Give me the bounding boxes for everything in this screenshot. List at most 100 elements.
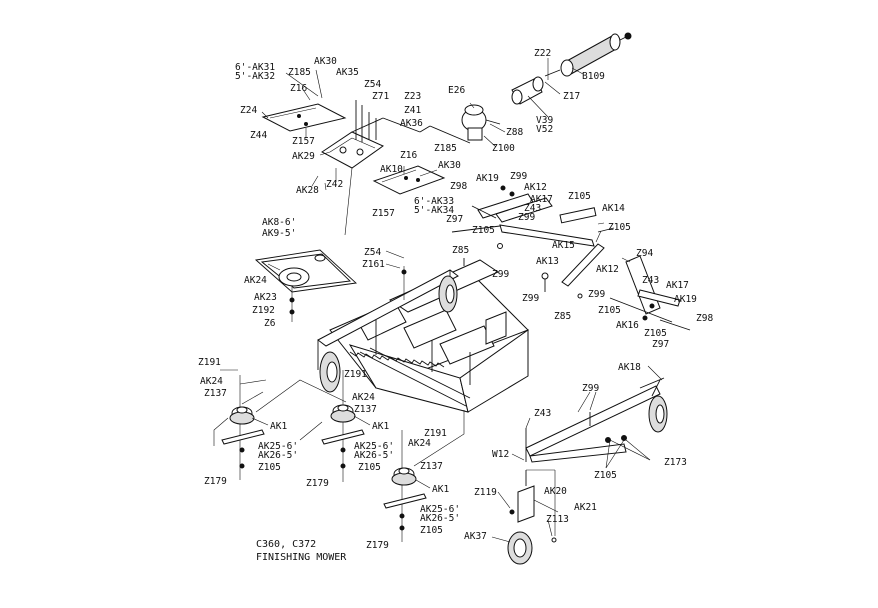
label-z113: Z113 xyxy=(546,514,569,525)
label-z137a: Z137 xyxy=(204,388,227,399)
label-ak20: AK20 xyxy=(544,486,567,497)
hitch-pins xyxy=(463,243,583,299)
label-z6: Z6 xyxy=(264,318,276,329)
label-ak10: AK10 xyxy=(380,164,403,175)
label-z24: Z24 xyxy=(240,105,257,116)
label-z105h: Z105 xyxy=(420,525,443,536)
label-z105a: Z105 xyxy=(568,191,591,202)
label-z173: Z173 xyxy=(664,457,687,468)
label-b109: B109 xyxy=(582,71,605,82)
label-ak25a: AK25-6' xyxy=(258,441,298,452)
label-z137c: Z137 xyxy=(420,461,443,472)
label-z191b: Z191 xyxy=(344,369,367,380)
label-z157b: Z157 xyxy=(372,208,395,219)
label-z99a: Z99 xyxy=(510,171,527,182)
label-ak30a: AK30 xyxy=(314,56,337,67)
rear-axle xyxy=(525,377,665,463)
label-ak15: AK15 xyxy=(552,240,575,251)
label-ak24a: AK24 xyxy=(244,275,267,286)
label-z157a: Z157 xyxy=(292,136,315,147)
label-z98b: Z98 xyxy=(696,313,713,324)
leader-lines xyxy=(220,58,663,543)
label-ak24d: AK24 xyxy=(408,438,431,449)
label-v52: V52 xyxy=(536,124,553,135)
label-ak23: AK23 xyxy=(254,292,277,303)
label-z105f: Z105 xyxy=(258,462,281,473)
label-z85b: Z85 xyxy=(554,311,571,322)
part-labels: 6'-AK31 5'-AK32 AK30 Z185 Z16 AK35 Z54 Z… xyxy=(198,48,713,551)
label-z99d: Z99 xyxy=(522,293,539,304)
label-z105g: Z105 xyxy=(358,462,381,473)
label-ak13: AK13 xyxy=(536,256,559,267)
rear-wheel-right xyxy=(648,379,668,433)
label-z71: Z71 xyxy=(372,91,389,102)
upper-plate-left xyxy=(261,103,347,132)
label-ak19a: AK19 xyxy=(476,173,499,184)
label-ak1a: AK1 xyxy=(270,421,287,432)
label-ak37: AK37 xyxy=(464,531,487,542)
label-ak9: AK9-5' xyxy=(262,228,296,239)
caster-assembly xyxy=(509,428,557,543)
label-z43c: Z43 xyxy=(534,408,551,419)
label-ak17b: AK17 xyxy=(666,280,689,291)
caption-model: C360, C372 xyxy=(256,539,316,550)
upper-plate-right xyxy=(372,165,446,195)
label-ak19b: AK19 xyxy=(674,294,697,305)
gearbox xyxy=(461,104,501,141)
label-z99c: Z99 xyxy=(492,269,509,280)
label-ak36: AK36 xyxy=(400,118,423,129)
label-z54a: Z54 xyxy=(364,79,381,90)
belt-and-pulleys xyxy=(254,249,358,322)
deck-wheel-right xyxy=(438,275,458,313)
label-w12: W12 xyxy=(492,449,509,460)
label-z192: Z192 xyxy=(252,305,275,316)
label-z98a: Z98 xyxy=(450,181,467,192)
label-z179b: Z179 xyxy=(306,478,329,489)
label-ak12b: AK12 xyxy=(596,264,619,275)
upper-hitch xyxy=(471,185,553,223)
label-ak26c: AK26-5' xyxy=(420,513,460,524)
label-ak16: AK16 xyxy=(616,320,639,331)
pto-shield-cone xyxy=(511,76,544,105)
label-z185b: Z185 xyxy=(434,143,457,154)
label-ak1c: AK1 xyxy=(432,484,449,495)
label-ak25b: AK25-6' xyxy=(354,441,394,452)
label-z119: Z119 xyxy=(474,487,497,498)
label-z185a: Z185 xyxy=(288,67,311,78)
label-z17: Z17 xyxy=(563,91,580,102)
label-z85a: Z85 xyxy=(452,245,469,256)
label-v39: V39 xyxy=(536,115,553,126)
label-z16a: Z16 xyxy=(290,83,307,94)
caption-title: FINISHING MOWER xyxy=(256,552,347,563)
label-z41: Z41 xyxy=(404,105,421,116)
label-z23: Z23 xyxy=(404,91,421,102)
label-z191a: Z191 xyxy=(198,357,221,368)
label-z94: Z94 xyxy=(636,248,653,259)
label-ak17a: AK17 xyxy=(530,194,553,205)
label-z43a: Z43 xyxy=(524,203,541,214)
label-z105d: Z105 xyxy=(598,305,621,316)
label-ak33: 6'-AK33 xyxy=(414,196,454,207)
label-z99e: Z99 xyxy=(588,289,605,300)
label-ak21: AK21 xyxy=(574,502,597,513)
label-ak29: AK29 xyxy=(292,151,315,162)
deck-wheel-left xyxy=(319,351,341,393)
label-z105c: Z105 xyxy=(608,222,631,233)
label-z42: Z42 xyxy=(326,179,343,190)
label-ak35: AK35 xyxy=(336,67,359,78)
label-z161: Z161 xyxy=(362,259,385,270)
lower-hitch xyxy=(609,255,691,331)
label-z44: Z44 xyxy=(250,130,267,141)
label-ak31: 6'-AK31 xyxy=(235,62,275,73)
label-z179a: Z179 xyxy=(204,476,227,487)
spindle-left xyxy=(213,375,347,480)
pto-driveline xyxy=(544,32,632,77)
label-z99f: Z99 xyxy=(582,383,599,394)
a-frame-link-bars xyxy=(451,207,615,287)
label-ak1b: AK1 xyxy=(372,421,389,432)
label-ak28: AK28 xyxy=(296,185,319,196)
label-e26: E26 xyxy=(448,85,465,96)
label-ak34: 5'-AK34 xyxy=(414,205,454,216)
label-ak30b: AK30 xyxy=(438,160,461,171)
